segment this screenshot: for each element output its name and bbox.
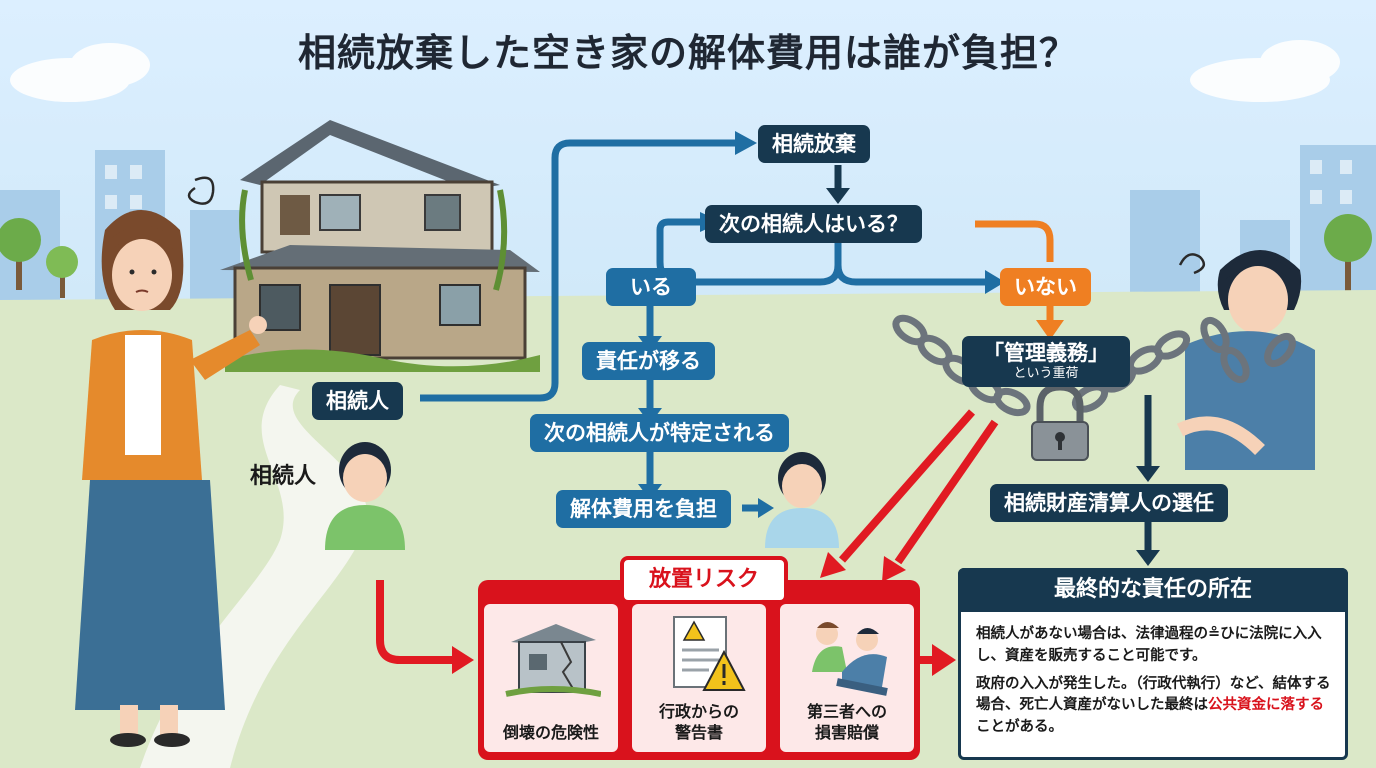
heir-person-icon	[325, 442, 405, 550]
injured-people-icon	[812, 622, 888, 696]
management-duty-node: 「管理義務」 という重荷	[962, 336, 1130, 387]
public-funds-highlight: 公共資金に落する	[1208, 697, 1324, 714]
heir-label-top: 相続人	[312, 382, 403, 421]
risk-card-warning: 行政からの 警告書	[632, 604, 766, 752]
chained-man-illustration	[1176, 250, 1315, 470]
heir-person-icon	[765, 452, 839, 548]
risk-label-damages: 第三者への 損害賠償	[806, 702, 887, 743]
tree-icon	[0, 214, 1372, 298]
question-node: 次の相続人はいる？	[705, 205, 922, 244]
warning-letter-icon	[673, 616, 746, 691]
risk-card-damages: 第三者への 損害賠償	[780, 604, 914, 752]
risk-card-collapse: 倒壊の危険性	[484, 604, 618, 752]
risk-label-warning: 行政からの 警告書	[658, 702, 739, 743]
final-paragraph-1: 相続人があない場合は、法律過程の≗ひに法院に入入し、資産を販売すること可能です。	[976, 626, 1322, 664]
cloud-icon	[10, 40, 1340, 102]
management-duty-line1: 「管理義務」	[983, 341, 1109, 365]
risk-label-collapse: 倒壊の危険性	[502, 723, 599, 743]
final-responsibility-title: 最終的な責任の所在	[958, 568, 1348, 612]
collapsed-house-icon	[505, 624, 601, 697]
woman-illustration	[75, 176, 267, 747]
management-duty-line2: という重荷	[1013, 366, 1079, 382]
step-bear-demolition-cost: 解体費用を負担	[556, 490, 731, 529]
heir-label-left: 相続人	[250, 464, 317, 489]
red-arrows	[376, 409, 999, 664]
administrator-node: 相続財産清算人の選任	[990, 484, 1228, 523]
risk-title: 放置リスク	[620, 556, 788, 604]
final-responsibility-text: 相続人があない場合は、法律過程の≗ひに法院に入入し、資産を販売すること可能です。…	[976, 624, 1336, 745]
renounce-node: 相続放棄	[758, 125, 870, 164]
padlock-icon	[1031, 383, 1089, 461]
abandoned-house-illustration	[220, 120, 540, 372]
step-next-heir-identified: 次の相続人が特定される	[530, 414, 789, 453]
final-paragraph-2: 政府の入入が発生した。（行政代執行）など、結体する場合、死亡人資産がないした最終…	[976, 675, 1331, 736]
step-responsibility-moves: 責任が移る	[582, 342, 715, 381]
navy-arrows	[834, 165, 1152, 552]
page-title: 相続放棄した空き家の解体費用は誰が負担？	[297, 31, 1078, 75]
yes-node: いる	[606, 268, 696, 307]
no-node: いない	[1000, 268, 1091, 307]
